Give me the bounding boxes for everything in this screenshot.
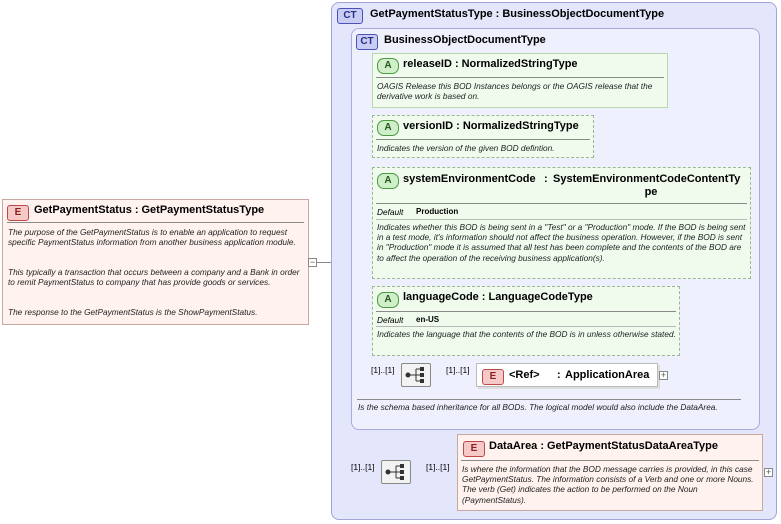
attribute-title: languageCode:LanguageCodeType bbox=[403, 291, 593, 303]
attribute-divider bbox=[376, 311, 676, 312]
root-doc-2: This typically a transaction that occurs… bbox=[8, 267, 300, 288]
root-element-title: GetPaymentStatus:GetPaymentStatusType bbox=[34, 204, 265, 216]
attribute-badge: A bbox=[377, 173, 399, 189]
attribute-title: releaseID:NormalizedStringType bbox=[403, 58, 578, 70]
attribute-badge: A bbox=[377, 120, 399, 136]
attribute-doc: OAGIS Release this BOD Instances belongs… bbox=[377, 81, 653, 102]
attribute-doc: Indicates the version of the given BOD d… bbox=[377, 143, 555, 153]
attribute-type-line-2: pe bbox=[644, 186, 658, 198]
element-badge: E bbox=[463, 441, 485, 457]
attribute-name: languageCode bbox=[403, 291, 479, 303]
attribute-title: versionID:NormalizedStringType bbox=[403, 120, 579, 132]
attribute-release-id[interactable]: A releaseID:NormalizedStringType OAGIS R… bbox=[372, 53, 668, 108]
root-element-type: GetPaymentStatusType bbox=[141, 204, 265, 216]
root-doc-3: The response to the GetPaymentStatus is … bbox=[8, 307, 258, 317]
inner-ct-name: BusinessObjectDocumentType bbox=[384, 34, 546, 46]
data-area-doc: Is where the information that the BOD me… bbox=[462, 464, 754, 505]
data-area-element[interactable]: E DataArea:GetPaymentStatusDataAreaType … bbox=[457, 434, 763, 511]
default-label: Default bbox=[377, 315, 404, 325]
outer-ct-name: GetPaymentStatusType bbox=[370, 8, 493, 20]
attribute-divider bbox=[376, 203, 747, 204]
attribute-colon: : bbox=[544, 173, 548, 185]
attribute-system-environment-code[interactable]: A systemEnvironmentCode : SystemEnvironm… bbox=[372, 167, 751, 279]
attribute-type: LanguageCodeType bbox=[488, 291, 593, 303]
sequence-compositor[interactable] bbox=[401, 363, 431, 387]
application-area-ref[interactable]: E <Ref> : ApplicationArea bbox=[476, 363, 658, 387]
ref-label: <Ref> bbox=[509, 369, 540, 381]
data-area-type: GetPaymentStatusDataAreaType bbox=[546, 440, 718, 452]
attribute-type-line-1: SystemEnvironmentCodeContentTy bbox=[553, 173, 741, 185]
attribute-version-id[interactable]: A versionID:NormalizedStringType Indicat… bbox=[372, 115, 594, 158]
outer-ct-base-type: BusinessObjectDocumentType bbox=[502, 8, 665, 20]
attribute-type: NormalizedStringType bbox=[461, 58, 578, 70]
data-area-divider bbox=[461, 460, 759, 461]
element-badge: E bbox=[7, 205, 29, 221]
data-area-name: DataArea bbox=[489, 440, 538, 452]
connector-root-to-ct bbox=[317, 262, 343, 263]
attribute-name: versionID bbox=[403, 120, 454, 132]
ref-name: ApplicationArea bbox=[565, 369, 650, 381]
default-value: Production bbox=[416, 207, 459, 216]
default-divider bbox=[376, 219, 747, 220]
complex-type-badge: CT bbox=[337, 8, 363, 24]
attribute-doc: Indicates whether this BOD is being sent… bbox=[377, 222, 746, 263]
outer-ct-title: GetPaymentStatusType:BusinessObjectDocum… bbox=[370, 8, 665, 20]
expand-toggle[interactable]: + bbox=[659, 370, 668, 380]
root-element-box[interactable]: E GetPaymentStatus:GetPaymentStatusType … bbox=[2, 199, 309, 325]
title-divider bbox=[7, 222, 304, 223]
sequence-icon bbox=[385, 464, 404, 480]
inner-ct-divider bbox=[357, 399, 741, 400]
attribute-doc: Indicates the language that the contents… bbox=[377, 329, 676, 339]
expand-toggle[interactable]: + bbox=[764, 467, 773, 477]
inner-ct-doc: Is the schema based inheritance for all … bbox=[358, 402, 718, 412]
ref-cardinality: [1]..[1] bbox=[446, 365, 470, 375]
attribute-badge: A bbox=[377, 292, 399, 308]
data-area-title: DataArea:GetPaymentStatusDataAreaType bbox=[489, 440, 718, 452]
attribute-language-code[interactable]: A languageCode:LanguageCodeType Default … bbox=[372, 286, 680, 356]
sequence-icon bbox=[405, 367, 424, 383]
attribute-divider bbox=[376, 77, 664, 78]
sequence-cardinality: [1]..[1] bbox=[371, 365, 395, 375]
default-value: en-US bbox=[416, 315, 440, 324]
default-divider bbox=[376, 326, 676, 327]
default-label: Default bbox=[377, 207, 404, 217]
root-element-name: GetPaymentStatus bbox=[34, 204, 132, 216]
attribute-name: releaseID bbox=[403, 58, 452, 70]
element-cardinality: [1]..[1] bbox=[426, 462, 450, 472]
attribute-badge: A bbox=[377, 58, 399, 74]
root-doc-1: The purpose of the GetPaymentStatus is t… bbox=[8, 227, 296, 248]
sequence-cardinality: [1]..[1] bbox=[351, 462, 375, 472]
element-badge: E bbox=[482, 369, 504, 385]
sequence-compositor[interactable] bbox=[381, 460, 411, 484]
complex-type-badge: CT bbox=[356, 34, 378, 50]
attribute-type: NormalizedStringType bbox=[462, 120, 579, 132]
ref-colon: : bbox=[557, 369, 561, 381]
attribute-name: systemEnvironmentCode bbox=[403, 173, 536, 185]
attribute-divider bbox=[376, 139, 590, 140]
collapse-toggle[interactable]: − bbox=[308, 257, 317, 267]
